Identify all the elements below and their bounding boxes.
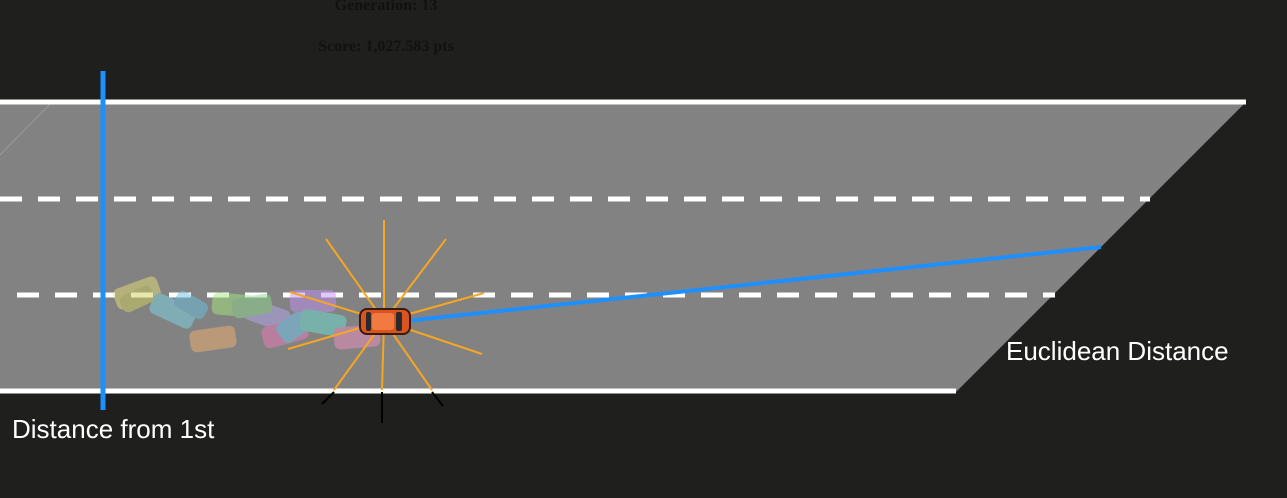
ghost-car: [173, 290, 209, 320]
sensor-ray-outside: [321, 391, 335, 405]
euclidean-distance-line: [395, 245, 1102, 324]
euclidean-distance-label: Euclidean Distance: [1006, 336, 1229, 366]
ghost-car: [149, 293, 197, 329]
sensor-ray: [325, 238, 385, 322]
score-label: Score: 1,027.583 pts: [318, 38, 454, 55]
sensor-ray: [383, 238, 447, 322]
ghost-cars: [113, 276, 381, 353]
ghost-car: [119, 285, 155, 313]
lead-car: [359, 308, 411, 335]
road-seam: [0, 101, 53, 156]
ghost-car: [231, 293, 273, 319]
sensor-ray-outside: [431, 391, 444, 407]
distance-from-first-label: Distance from 1st: [12, 414, 215, 444]
ghost-car: [189, 325, 237, 353]
generation-label: Generation: 13: [334, 0, 438, 14]
